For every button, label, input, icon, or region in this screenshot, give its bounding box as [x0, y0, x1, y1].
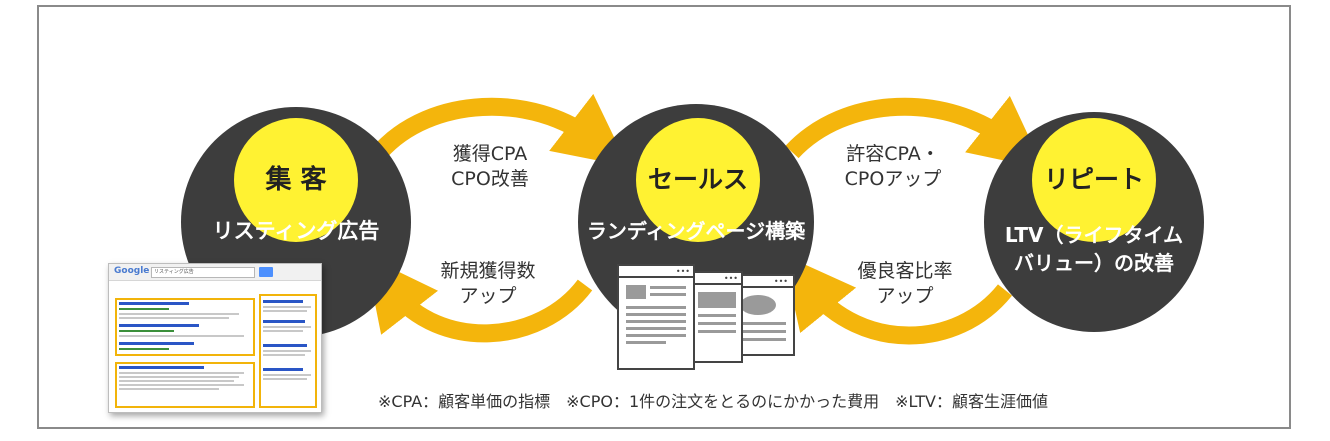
footnote: ※CPA：顧客単価の指標 ※CPO：1件の注文をとるのにかかった費用 ※LTV：… [378, 392, 1048, 411]
google-logo: Google [114, 266, 150, 276]
stage-subtitle-repeat-line1: LTV（ライフタイム [1005, 223, 1183, 247]
arrow-bottom-right [782, 254, 1013, 345]
lp-window-middle-dots: ••• [724, 274, 738, 283]
lp-window-middle: ••• [691, 271, 743, 363]
stage-subtitle-repeat-line2: バリュー）の改善 [1014, 251, 1174, 275]
serp-topbar: Google リスティング広告 [109, 264, 321, 281]
serp-search-button-icon [259, 267, 273, 277]
serp-ad-box-bottom [115, 362, 255, 408]
landing-page-icon: ••• ••• ••• [617, 264, 795, 370]
stage-badge-acquisition [234, 118, 358, 242]
arrow-label-top-left-line2: CPO改善 [451, 168, 529, 190]
arrow-label-top-right-line2: CPOアップ [845, 168, 942, 190]
arrow-label-bottom-left-line2: アップ [459, 285, 516, 307]
lp-window-front: ••• [617, 264, 695, 370]
stage-title-repeat: リピート [1044, 165, 1144, 194]
arrow-top-right [785, 95, 1044, 169]
arrow-label-bottom-left-line1: 新規獲得数 [440, 260, 535, 282]
stage-subtitle-sales: ランディングページ構築 [587, 219, 806, 243]
lp-window-front-dots: ••• [676, 267, 690, 276]
serp-query: リスティング広告 [151, 267, 255, 278]
stage-badge-repeat [1032, 118, 1156, 242]
stage-subtitle-acquisition: リスティング広告 [213, 219, 380, 243]
serp-ad-box-top [115, 298, 255, 356]
arrow-label-top-left-line1: 獲得CPA [453, 143, 528, 165]
stage-badge-sales [636, 118, 760, 242]
stage-title-acquisition: 集 客 [264, 164, 327, 195]
search-results-icon: Google リスティング広告 [108, 263, 322, 413]
arrow-label-bottom-right-line1: 優良客比率 [857, 260, 952, 282]
lp-window-back-dots: ••• [774, 277, 788, 286]
serp-ad-box-right [259, 294, 317, 408]
arrow-top-left [373, 93, 629, 167]
arrow-label-top-right-line1: 許容CPA・ [846, 143, 940, 165]
arrow-bottom-left [365, 255, 593, 343]
arrow-label-bottom-right-line2: アップ [876, 285, 933, 307]
stage-title-sales: セールス [648, 165, 748, 194]
